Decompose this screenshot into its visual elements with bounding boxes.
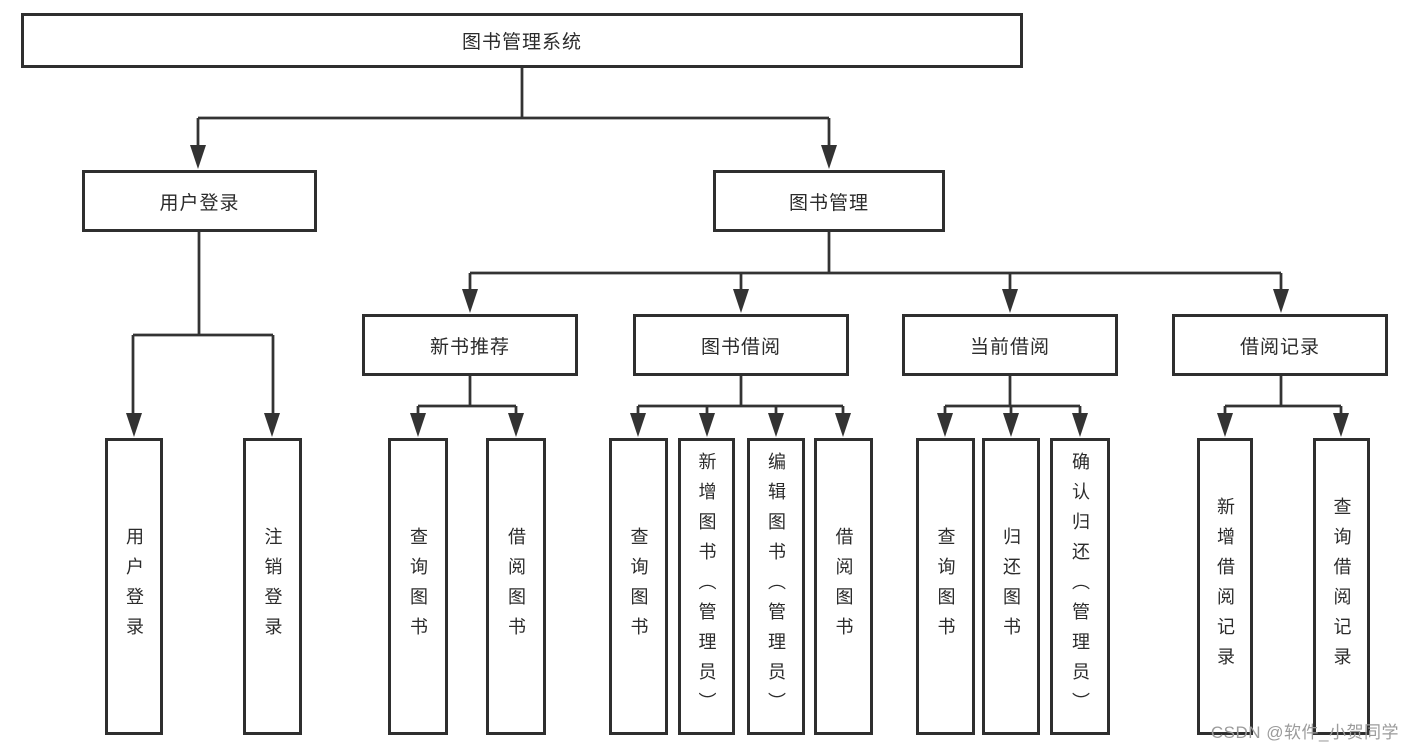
arrowhead-icon: [699, 413, 715, 437]
leaf-borrow-books-recommend: 借阅图书: [486, 438, 546, 735]
node-label: 借阅图书: [833, 526, 854, 647]
arrowhead-icon: [126, 413, 142, 437]
node-label: 用户登录: [159, 192, 240, 214]
node-current-borrow: 当前借阅: [902, 314, 1118, 376]
connector-root-to-level2: [196, 68, 831, 152]
node-new-book-recommend: 新书推荐: [362, 314, 578, 376]
arrowhead-icon: [733, 289, 749, 313]
node-book-management: 图书管理: [713, 170, 945, 232]
node-label: 新增借阅记录: [1215, 496, 1235, 677]
connector-records-to-leaves: [1223, 376, 1343, 422]
node-root-system: 图书管理系统: [21, 13, 1023, 68]
node-label: 借阅记录: [1239, 336, 1320, 358]
node-user-login: 用户登录: [82, 170, 317, 232]
arrowhead-icon: [190, 145, 206, 169]
node-borrow-records: 借阅记录: [1172, 314, 1388, 376]
arrowhead-icon: [410, 413, 426, 437]
node-label: 注销登录: [262, 526, 283, 647]
node-label: 归还图书: [1001, 526, 1021, 647]
arrowhead-icon: [821, 145, 837, 169]
leaf-logout: 注销登录: [243, 438, 302, 735]
node-label: 图书管理: [788, 192, 869, 214]
watermark-text: CSDN @软件_小贺同学: [1210, 723, 1399, 742]
node-label: 用户登录: [124, 526, 144, 647]
leaf-borrow-books: 借阅图书: [814, 438, 873, 735]
arrowhead-icon: [264, 413, 280, 437]
arrowhead-icon: [630, 413, 646, 437]
connector-new-book-to-leaves: [416, 376, 518, 422]
node-label: 图书借阅: [700, 336, 781, 358]
node-label: 查询图书: [408, 526, 428, 647]
arrowhead-icon: [768, 413, 784, 437]
arrowhead-icon: [1002, 289, 1018, 313]
node-label: 新书推荐: [429, 336, 510, 358]
connector-book-borrow-to-leaves: [636, 376, 845, 422]
arrowhead-icon: [937, 413, 953, 437]
leaf-confirm-return-admin: 确认归还（管理员）: [1050, 438, 1110, 735]
node-label: 新增图书（管理员）: [696, 451, 717, 722]
node-label: 当前借阅: [969, 336, 1050, 358]
node-book-borrow: 图书借阅: [633, 314, 849, 376]
arrowhead-icon: [1273, 289, 1289, 313]
leaf-edit-books-admin: 编辑图书（管理员）: [747, 438, 805, 735]
leaf-query-books-recommend: 查询图书: [388, 438, 448, 735]
arrowhead-icon: [462, 289, 478, 313]
arrowhead-icon: [1003, 413, 1019, 437]
node-label: 查询借阅记录: [1331, 496, 1352, 677]
leaf-user-login: 用户登录: [105, 438, 163, 735]
node-label: 编辑图书（管理员）: [766, 451, 786, 722]
arrowhead-icon: [1072, 413, 1088, 437]
leaf-query-books-current: 查询图书: [916, 438, 975, 735]
connector-current-borrow-to-leaves: [943, 376, 1082, 422]
node-label: 确认归还（管理员）: [1070, 451, 1090, 722]
leaf-query-borrow-record: 查询借阅记录: [1313, 438, 1370, 735]
arrowhead-icon: [1333, 413, 1349, 437]
leaf-add-books-admin: 新增图书（管理员）: [678, 438, 735, 735]
arrowhead-icon: [835, 413, 851, 437]
node-label: 图书管理系统: [461, 32, 582, 53]
node-label: 借阅图书: [506, 526, 526, 647]
node-label: 查询图书: [935, 526, 956, 647]
leaf-query-books-borrow: 查询图书: [609, 438, 668, 735]
arrowhead-icon: [508, 413, 524, 437]
node-label: 查询图书: [628, 526, 649, 647]
leaf-add-borrow-record: 新增借阅记录: [1197, 438, 1253, 735]
arrowhead-icon: [1217, 413, 1233, 437]
connector-user-login-to-leaves: [131, 232, 275, 422]
connector-book-management-to-level3: [468, 232, 1283, 297]
leaf-return-books: 归还图书: [982, 438, 1040, 735]
